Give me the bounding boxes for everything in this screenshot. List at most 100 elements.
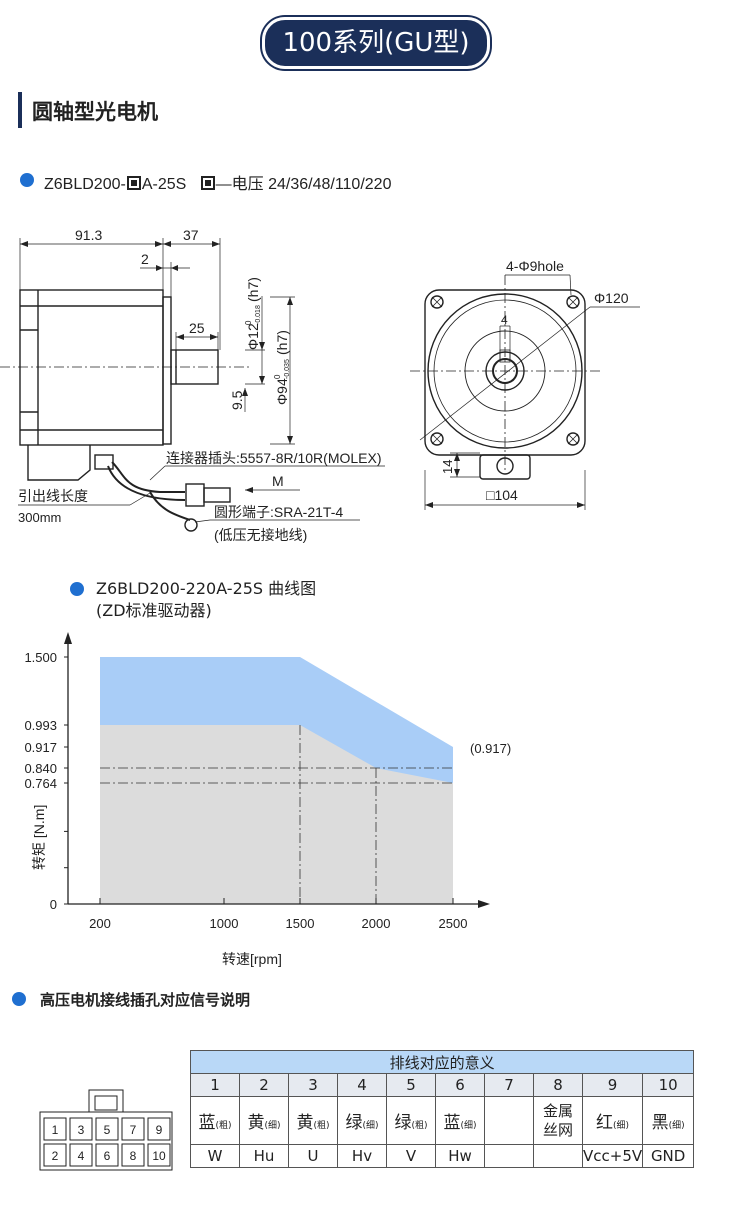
wire-color: 绿(细) xyxy=(337,1096,387,1145)
y-tick-label: 0.840 xyxy=(24,761,57,776)
curve-title: Z6BLD200-220A-25S 曲线图 xyxy=(96,579,317,598)
x-tick-label: 200 xyxy=(89,916,111,931)
connector-pin-label: 10 xyxy=(152,1149,166,1163)
x-tick-label: 1500 xyxy=(286,916,315,931)
page-title: 100系列(GU型) xyxy=(262,17,490,69)
signal-table-header: 排线对应的意义 xyxy=(189,1050,695,1074)
wire-color: 红(细) xyxy=(581,1096,644,1145)
model-suffix: A-25S xyxy=(141,176,187,193)
signal-name: V xyxy=(386,1144,436,1168)
connector-pin-label: 2 xyxy=(52,1149,59,1163)
dim-14: 14 xyxy=(440,460,455,474)
pin-number: 1 xyxy=(190,1073,240,1097)
bullet-icon xyxy=(70,582,84,596)
x-tick-label: 2500 xyxy=(439,916,468,931)
model-line: Z6BLD200-A-25S —电压 24/36/48/110/220 xyxy=(44,170,391,194)
wire-color: 黄(细) xyxy=(239,1096,289,1145)
pilot-tol: -0.035 xyxy=(284,359,291,379)
signal-name: Hu xyxy=(239,1144,289,1168)
bullet-icon xyxy=(12,992,26,1006)
motor-body xyxy=(19,289,164,446)
curve-subtitle: (ZD标准驱动器) xyxy=(96,601,212,620)
connector-pin xyxy=(43,1117,67,1141)
shaft-tol-zero: 0 xyxy=(244,320,253,325)
connector-pin-label: 1 xyxy=(52,1123,59,1137)
connector-pin xyxy=(147,1143,171,1167)
lead-length-label: 引出线长度 xyxy=(18,488,88,504)
front-view xyxy=(424,289,586,480)
connector-pin xyxy=(147,1117,171,1141)
section-title: 圆轴型光电机 xyxy=(32,100,158,124)
pilot-tol-zero: 0 xyxy=(273,374,282,379)
x-tick-label: 1000 xyxy=(210,916,239,931)
wire-color: 黑(细) xyxy=(642,1096,695,1145)
pilot-fit: (h7) xyxy=(274,330,290,355)
pin-number: 5 xyxy=(386,1073,436,1097)
bullet-icon xyxy=(20,173,34,187)
connector-pin-label: 4 xyxy=(78,1149,85,1163)
signal-name: Hw xyxy=(435,1144,485,1168)
y-axis-arrow-icon xyxy=(64,632,72,644)
connector-pin xyxy=(121,1117,145,1141)
pin-number: 7 xyxy=(484,1073,534,1097)
signal-name: Vcc+5V xyxy=(581,1144,644,1168)
signal-name: Hv xyxy=(337,1144,387,1168)
wire-color: 蓝(细) xyxy=(435,1096,485,1145)
terminal-label: 圆形端子:SRA-21T-4 xyxy=(214,504,343,520)
x-tick-label: 2000 xyxy=(362,916,391,931)
section-bar xyxy=(18,92,22,128)
shaft-dia: Φ12 xyxy=(245,323,261,350)
connector-pin-label: 3 xyxy=(78,1123,85,1137)
signal-title: 高压电机接线插孔对应信号说明 xyxy=(40,991,251,1009)
dim-37: 37 xyxy=(183,227,199,243)
curve-title-block: Z6BLD200-220A-25S 曲线图 (ZD标准驱动器) xyxy=(96,578,316,622)
connector-label: 连接器插头:5557-8R/10R(MOLEX) xyxy=(166,450,382,466)
shaft-fit: (h7) xyxy=(245,277,261,302)
pilot-dia: Φ94 xyxy=(274,378,290,405)
dim-25: 25 xyxy=(189,320,205,336)
wire-color: 金属丝网 xyxy=(533,1096,583,1145)
pin-number: 2 xyxy=(239,1073,289,1097)
lead-length-value: 300mm xyxy=(18,510,61,525)
connector-pin xyxy=(95,1143,119,1167)
connector-pin xyxy=(95,1117,119,1141)
model-prefix: Z6BLD200- xyxy=(44,176,126,193)
y-tick-label: 1.500 xyxy=(24,650,57,665)
curve-annotation: (0.917) xyxy=(470,741,511,756)
pin-number: 4 xyxy=(337,1073,387,1097)
wire-color: 黄(粗) xyxy=(288,1096,338,1145)
wire-color xyxy=(484,1096,534,1145)
holes-label: 4-Φ9hole xyxy=(506,258,564,274)
connector-pin-label: 7 xyxy=(130,1123,137,1137)
signal-name: GND xyxy=(642,1144,695,1168)
dimension-drawing: 91.3 37 2 25 9.5 Φ12 0 -0.018 (h7) Φ94 0… xyxy=(0,227,640,543)
y-tick-label: 0.764 xyxy=(24,776,57,791)
connector-pin xyxy=(121,1143,145,1167)
shaft-tol: -0.018 xyxy=(255,305,262,325)
wire-color: 蓝(粗) xyxy=(190,1096,240,1145)
wire-color: 绿(粗) xyxy=(386,1096,436,1145)
voltage-square-icon xyxy=(126,176,141,190)
x-axis-label: 转速[rpm] xyxy=(222,951,282,967)
key-width: 4 xyxy=(501,313,508,327)
signal-name xyxy=(533,1144,583,1168)
y-axis-label: 转矩 [N.m] xyxy=(31,805,47,870)
y-tick-label: 0.917 xyxy=(24,740,57,755)
connector-pin-label: 9 xyxy=(156,1123,163,1137)
dim-91-3: 91.3 xyxy=(75,227,102,243)
dim-2: 2 xyxy=(141,251,149,267)
connector-pin-label: 5 xyxy=(104,1123,111,1137)
signal-name: U xyxy=(288,1144,338,1168)
y-tick-label: 0 xyxy=(50,897,57,912)
connector-pin-label: 8 xyxy=(130,1149,137,1163)
connector-pin xyxy=(69,1117,93,1141)
connector-pin xyxy=(43,1143,67,1167)
x-axis-arrow-icon xyxy=(478,900,490,908)
pin-number: 9 xyxy=(581,1073,644,1097)
pin-number: 3 xyxy=(288,1073,338,1097)
m-label: M xyxy=(272,473,284,489)
pcd-label: Φ120 xyxy=(594,290,629,306)
